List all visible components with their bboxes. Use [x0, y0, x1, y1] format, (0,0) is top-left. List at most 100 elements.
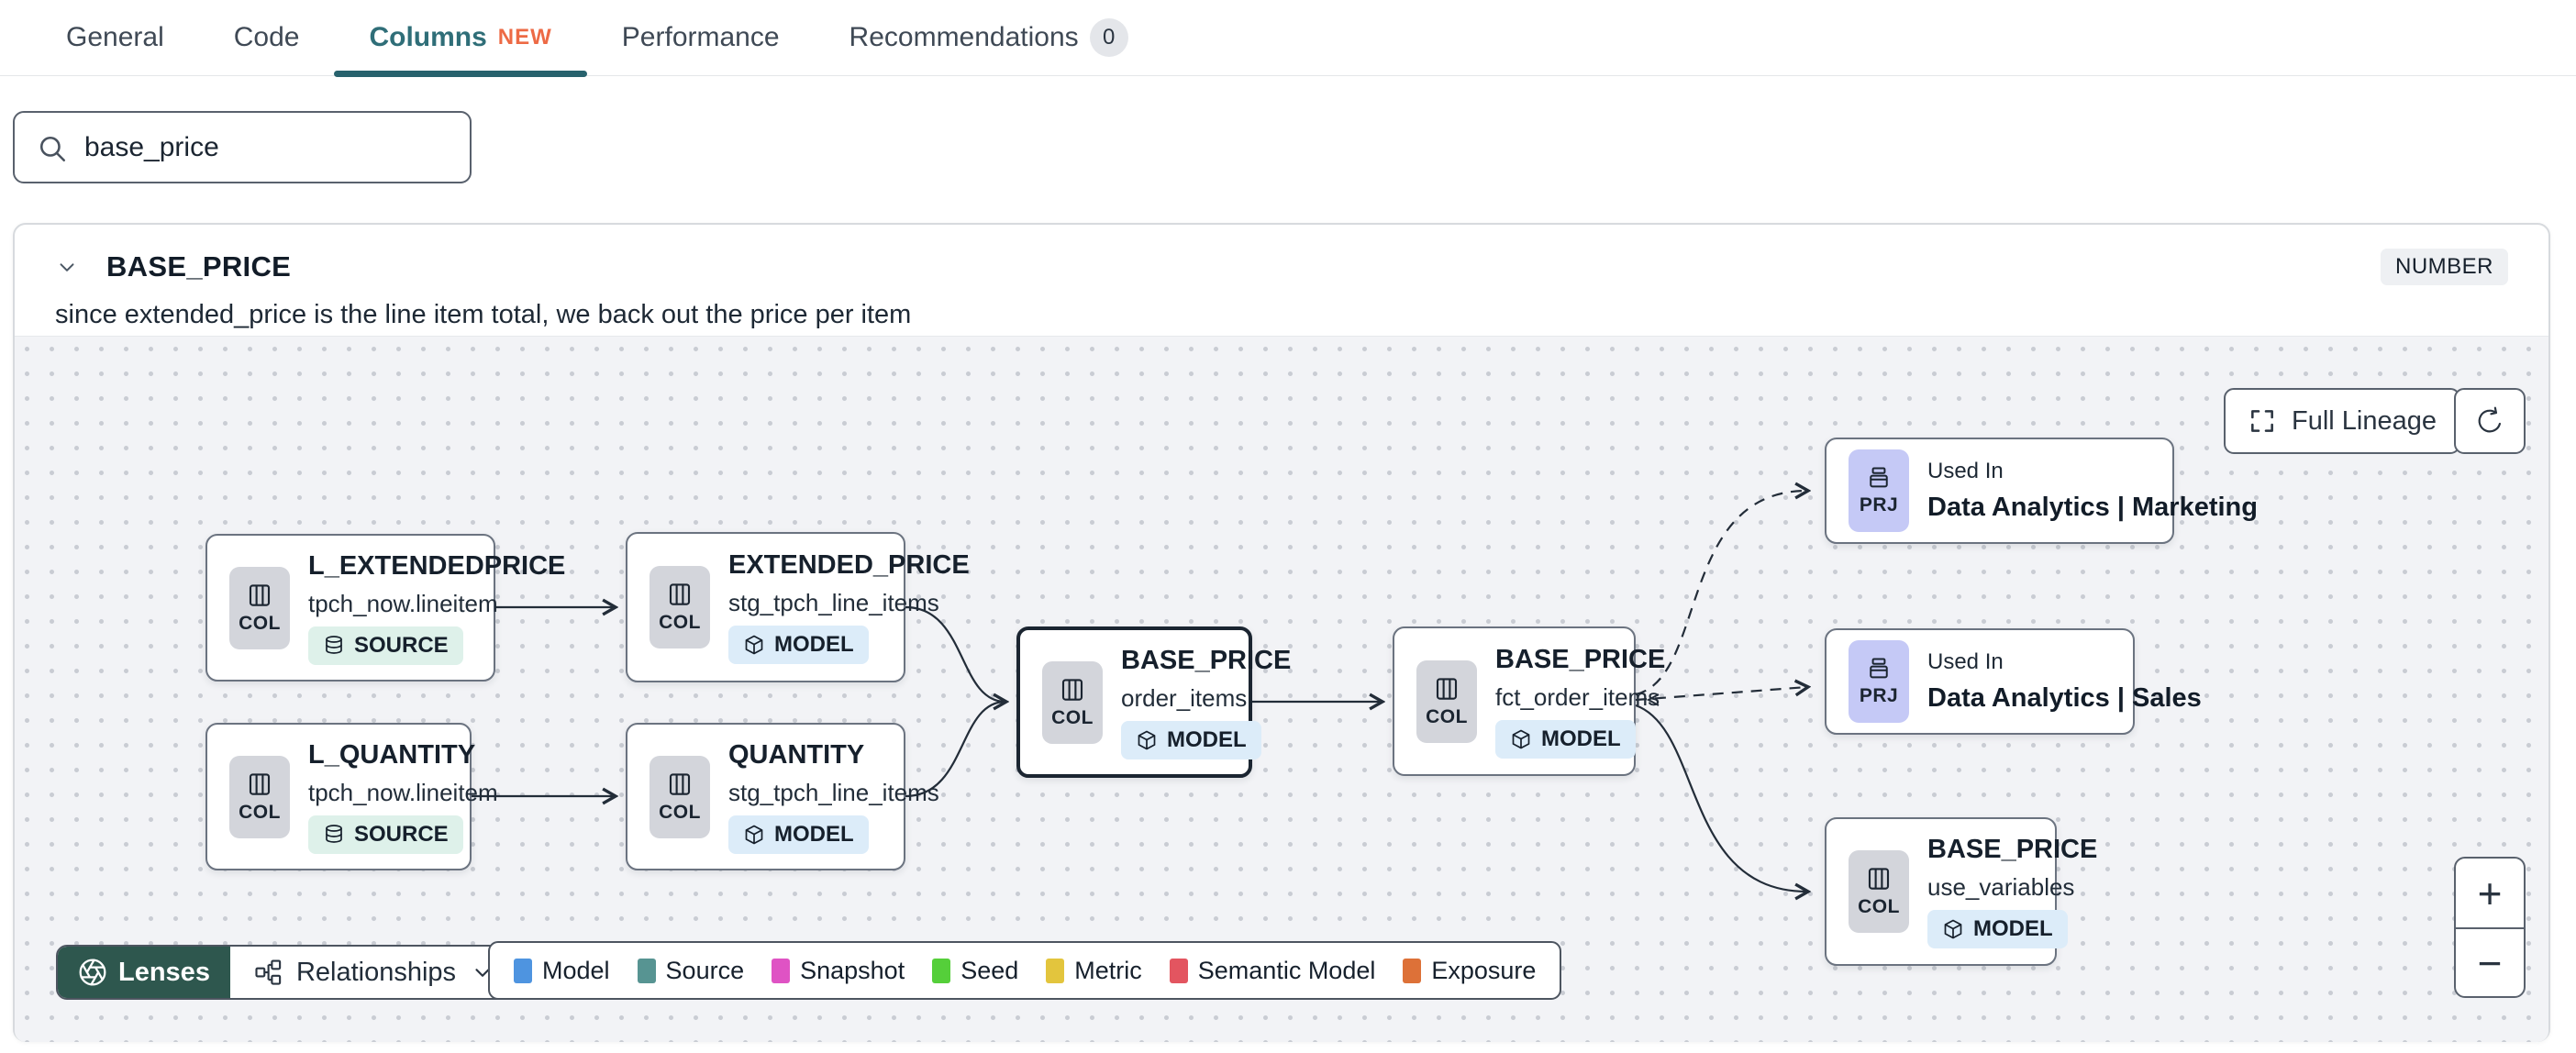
- legend-label: Metric: [1074, 956, 1142, 984]
- columns-icon: [669, 583, 691, 605]
- chevron-down-icon[interactable]: [55, 255, 79, 279]
- full-lineage-label: Full Lineage: [2292, 405, 2437, 436]
- database-icon: [326, 635, 342, 654]
- lineage-canvas[interactable]: COL L_EXTENDEDPRICE tpch_now.lineitem SO…: [15, 336, 2548, 1042]
- node-subtitle: stg_tpch_line_items: [728, 778, 939, 806]
- network-icon: [255, 959, 282, 985]
- zoom-in-button[interactable]: +: [2477, 869, 2503, 917]
- column-chip: COL: [650, 566, 710, 648]
- lenses-label: Lenses: [118, 957, 210, 987]
- legend-item-source: Source: [637, 956, 745, 985]
- column-chip: COL: [229, 755, 290, 838]
- column-panel: BASE_PRICE NUMBER since extended_price i…: [13, 223, 2550, 1042]
- legend-label: Semantic Model: [1197, 956, 1376, 984]
- node-quantity[interactable]: COL QUANTITY stg_tpch_line_items MODEL: [626, 723, 939, 870]
- tab-label: Recommendations: [849, 22, 1079, 52]
- cube-icon: [1944, 919, 1962, 939]
- node-l-quantity[interactable]: COL L_QUANTITY tpch_now.lineitem SOURCE: [205, 723, 498, 870]
- legend-swatch: [1046, 958, 1065, 983]
- tab-columns[interactable]: Columns NEW: [334, 0, 588, 77]
- legend-item-model: Model: [514, 957, 610, 985]
- tab-label: Code: [233, 22, 300, 52]
- legend-swatch: [514, 958, 532, 983]
- legend-label: Snapshot: [800, 956, 905, 984]
- expand-icon: [2251, 410, 2273, 432]
- column-chip: COL: [1042, 660, 1103, 744]
- source-badge: SOURCE: [308, 626, 463, 665]
- chip-label: COL: [1051, 706, 1094, 728]
- badge-label: SOURCE: [354, 821, 449, 847]
- new-badge: NEW: [497, 25, 552, 50]
- search-box: [13, 111, 472, 183]
- zoom-out-button[interactable]: −: [2456, 927, 2524, 996]
- legend-item-seed: Seed: [932, 957, 1018, 985]
- chip-label: PRJ: [1859, 494, 1899, 515]
- legend-item-snapshot: Snapshot: [772, 957, 905, 985]
- node-subtitle: fct_order_items: [1495, 682, 1660, 711]
- tab-performance[interactable]: Performance: [587, 0, 815, 75]
- tab-label: General: [66, 22, 164, 52]
- node-used-in-marketing[interactable]: PRJ Used In Data Analytics | Marketing: [1825, 438, 2258, 544]
- legend-label: Exposure: [1431, 956, 1537, 984]
- project-chip: PRJ: [1849, 640, 1909, 723]
- node-title: L_EXTENDEDPRICE: [308, 550, 566, 581]
- legend-label: Seed: [960, 956, 1019, 984]
- node-subtitle: order_items: [1121, 683, 1248, 712]
- node-base-price-fct-order-items[interactable]: COL BASE_PRICE fct_order_items MODEL: [1393, 626, 1665, 776]
- columns-icon: [1868, 868, 1890, 890]
- badge-label: MODEL: [1167, 726, 1247, 752]
- node-extended-price[interactable]: COL EXTENDED_PRICE stg_tpch_line_items M…: [626, 532, 970, 682]
- archive-icon: [1870, 658, 1888, 679]
- node-title: BASE_PRICE: [1121, 645, 1292, 675]
- refresh-icon: [2478, 406, 2502, 433]
- legend-item-metric: Metric: [1046, 957, 1142, 985]
- tab-label: Performance: [621, 22, 780, 52]
- tab-recommendations[interactable]: Recommendations 0: [815, 0, 1163, 75]
- node-kicker: Used In: [1927, 459, 2004, 483]
- cube-icon: [745, 635, 763, 655]
- node-title: BASE_PRICE: [1495, 644, 1666, 674]
- node-base-price-use-variables[interactable]: COL BASE_PRICE use_variables MODEL: [1825, 817, 2097, 966]
- chip-label: COL: [659, 612, 701, 633]
- node-subtitle: use_variables: [1927, 873, 2075, 901]
- chip-label: PRJ: [1859, 685, 1899, 706]
- node-used-in-sales[interactable]: PRJ Used In Data Analytics | Sales: [1825, 628, 2202, 735]
- full-lineage-button[interactable]: Full Lineage: [2224, 388, 2460, 454]
- columns-icon: [669, 772, 691, 795]
- column-name: BASE_PRICE: [106, 250, 292, 283]
- legend: Model Source Snapshot Seed Metric: [488, 941, 1562, 1000]
- legend-item-exposure: Exposure: [1403, 957, 1536, 985]
- legend-swatch: [1169, 958, 1188, 983]
- column-panel-header: BASE_PRICE NUMBER since extended_price i…: [15, 225, 2548, 336]
- refresh-button[interactable]: [2454, 388, 2526, 454]
- column-description: since extended_price is the line item to…: [55, 300, 912, 329]
- archive-icon: [1870, 467, 1888, 488]
- source-badge: SOURCE: [308, 815, 463, 854]
- column-type-badge: NUMBER: [2380, 249, 2508, 285]
- database-icon: [326, 824, 342, 843]
- legend-label: Source: [665, 956, 745, 984]
- badge-label: MODEL: [774, 632, 854, 657]
- chip-label: COL: [239, 801, 281, 823]
- node-title: QUANTITY: [728, 739, 865, 770]
- node-title: EXTENDED_PRICE: [728, 550, 970, 580]
- lenses-bar: Lenses Relationships: [56, 945, 521, 1000]
- legend-swatch: [637, 958, 656, 983]
- lenses-button[interactable]: Lenses: [58, 947, 230, 998]
- tab-general[interactable]: General: [31, 0, 199, 75]
- column-chip: COL: [1849, 850, 1909, 933]
- tab-bar: General Code Columns NEW Performance Rec…: [0, 0, 2576, 77]
- project-chip: PRJ: [1849, 449, 1909, 532]
- node-l-extendedprice[interactable]: COL L_EXTENDEDPRICE tpch_now.lineitem SO…: [205, 534, 565, 682]
- relationships-dropdown[interactable]: Relationships: [229, 947, 519, 998]
- search-input[interactable]: [15, 113, 470, 182]
- legend-swatch: [932, 958, 951, 983]
- tab-code[interactable]: Code: [199, 0, 335, 75]
- cube-icon: [745, 825, 763, 844]
- model-badge: MODEL: [728, 626, 869, 664]
- zoom-controls: + −: [2454, 857, 2526, 998]
- node-base-price-order-items[interactable]: COL BASE_PRICE order_items MODEL: [1016, 626, 1291, 778]
- badge-label: SOURCE: [354, 632, 449, 658]
- columns-icon: [1436, 677, 1458, 700]
- columns-icon: [249, 772, 271, 795]
